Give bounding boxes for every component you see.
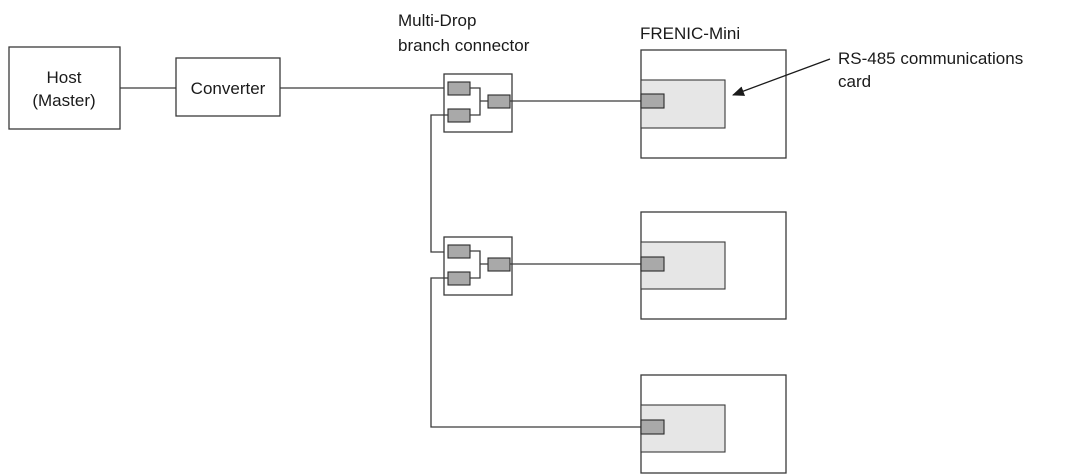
branch-connector-2-port-out [487,257,511,272]
branch-connector-label-line2: branch connector [398,36,530,55]
host-label-line1: Host [47,68,82,87]
branch-connector-1 [443,73,513,133]
host-box [8,46,121,130]
converter-box [175,57,281,117]
host-label-line2: (Master) [32,91,95,110]
branch-connector-2-port-down [447,271,471,286]
branch-connector-label-line1: Multi-Drop [398,11,476,30]
branch-connector-2 [443,236,513,296]
branch-connector-2-internal [470,250,488,279]
branch-connector-1-internal [470,87,488,116]
frenic-mini-inverter-3 [640,374,787,474]
rs485-card-label-line2: card [838,72,871,91]
inverter-2-card-port [640,256,665,272]
frenic-mini-inverter-2 [640,211,787,320]
inverter-label: FRENIC-Mini [640,24,740,43]
trunk-branch2-inverter3 [430,277,641,428]
frenic-mini-inverter-1 [640,49,787,159]
branch-connector-2-port-in [447,244,471,259]
branch-connector-1-port-in [447,81,471,96]
trunk-branch1-branch2 [430,114,448,253]
branch-connector-1-port-out [487,94,511,109]
inverter-3-card-port [640,419,665,435]
rs485-card-arrow [732,58,831,96]
converter-label: Converter [191,79,266,98]
branch-connector-1-port-down [447,108,471,123]
rs485-card-label-line1: RS-485 communications [838,49,1023,68]
inverter-1-card-port [640,93,665,109]
